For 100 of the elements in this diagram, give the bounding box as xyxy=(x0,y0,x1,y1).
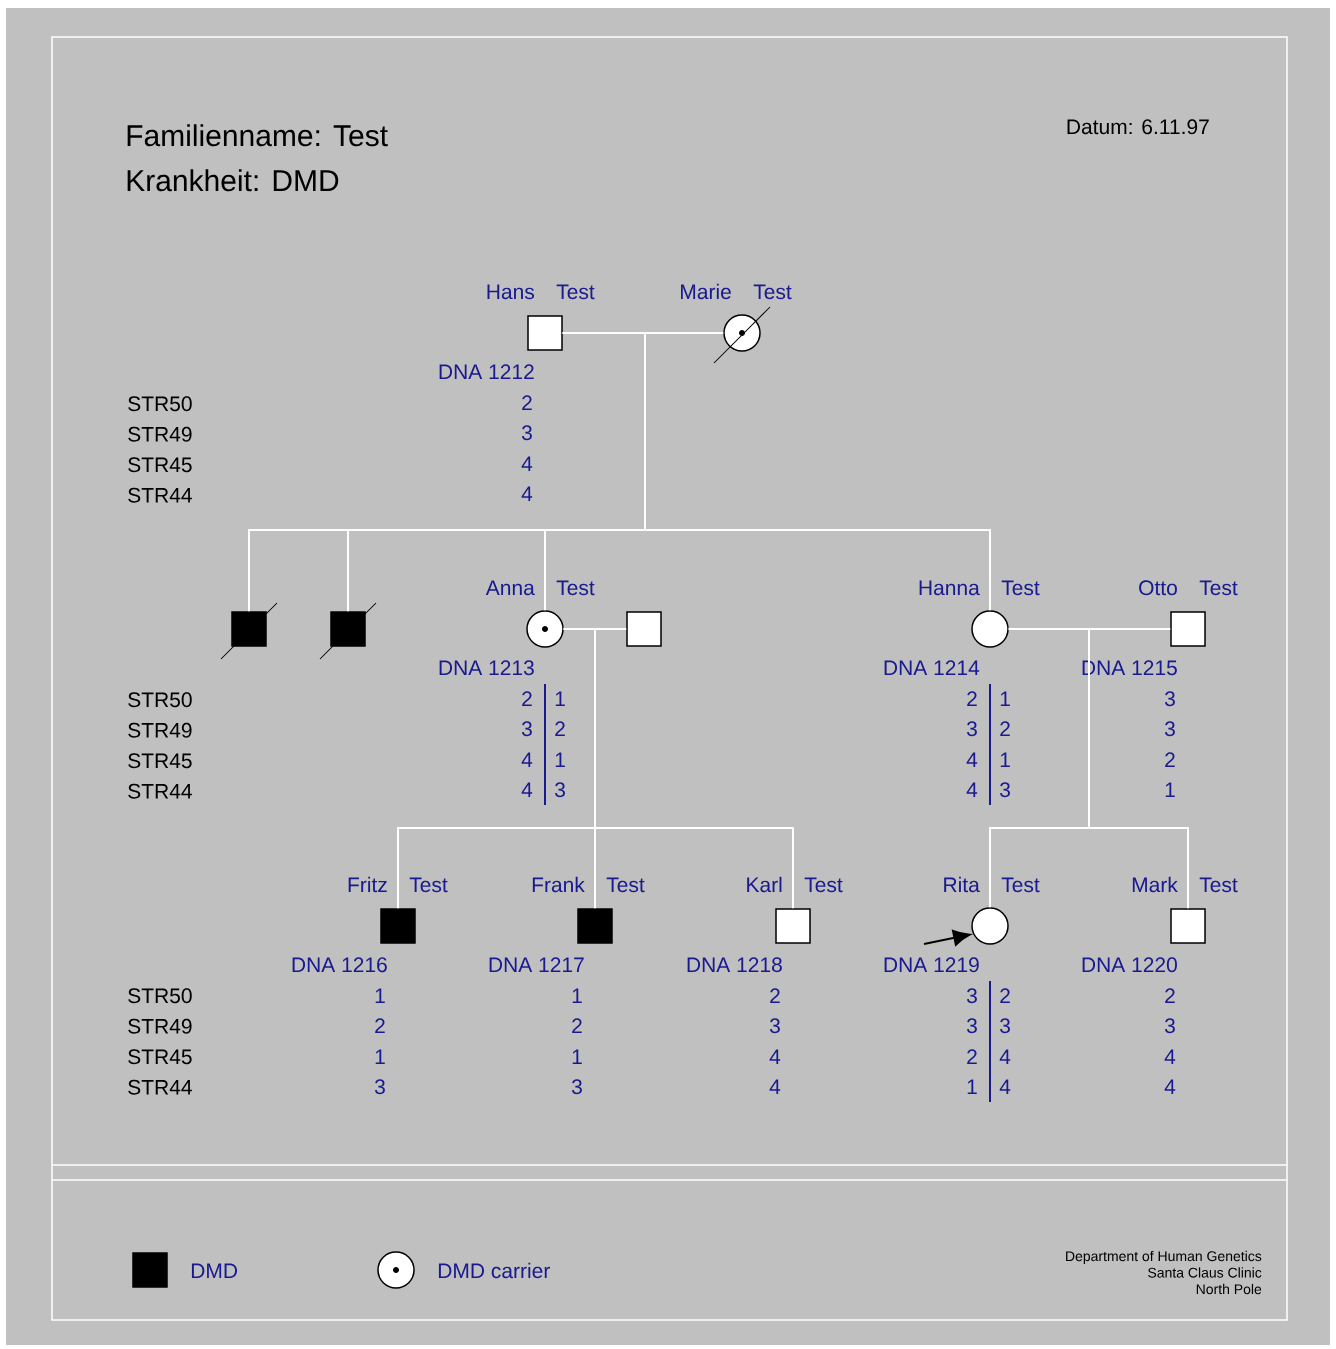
marker-name: STR50 xyxy=(128,692,192,708)
descent-line xyxy=(561,332,991,612)
marker-name: STR50 xyxy=(128,988,192,1004)
legend-text: DMD carrier xyxy=(438,1262,550,1279)
allele-value: 2 xyxy=(967,1049,977,1064)
allele-value: 2 xyxy=(770,988,780,1003)
allele-value: 2 xyxy=(967,691,977,706)
first-name: Fritz xyxy=(348,876,387,893)
allele-value: 4 xyxy=(521,782,533,797)
marker-name: STR49 xyxy=(128,426,192,442)
first-name: Karl xyxy=(747,876,782,893)
marker-name: STR45 xyxy=(128,753,192,769)
title-text: Familienname: Test xyxy=(127,124,388,147)
allele-value: 1 xyxy=(967,1079,977,1094)
legend-text: DMD xyxy=(191,1263,237,1278)
allele-value: 3 xyxy=(555,782,565,798)
allele-value: 4 xyxy=(521,456,533,471)
allele-value: 3 xyxy=(571,1079,582,1095)
allele-value: 1 xyxy=(572,988,582,1003)
marker-name: STR49 xyxy=(128,1018,192,1034)
last-name: Test xyxy=(804,877,843,893)
allele-value: 2 xyxy=(1000,721,1010,736)
allele-value: 2 xyxy=(1000,988,1010,1003)
first-name: Rita xyxy=(944,876,980,893)
allele-value: 3 xyxy=(374,1079,385,1095)
dna-number: DNA 1216 xyxy=(292,957,387,973)
descent-line xyxy=(1007,628,1189,910)
pedigree-symbol xyxy=(319,602,377,660)
first-name: Frank xyxy=(532,876,585,893)
allele-value: 4 xyxy=(999,1049,1011,1064)
allele-value: 1 xyxy=(1000,691,1010,706)
first-name: Hanna xyxy=(919,580,980,596)
last-name: Test xyxy=(1199,877,1238,893)
title-text: Krankheit: DMD xyxy=(127,169,339,192)
last-name: Test xyxy=(1199,580,1238,596)
last-name: Test xyxy=(1001,580,1040,596)
last-name: Test xyxy=(1001,877,1040,893)
last-name: Test xyxy=(556,580,595,596)
dna-number: DNA 1218 xyxy=(687,957,782,973)
allele-value: 3 xyxy=(1164,1018,1175,1034)
marker-name: STR50 xyxy=(128,396,192,412)
last-name: Test xyxy=(556,284,595,300)
dna-number: DNA 1215 xyxy=(1082,660,1177,676)
first-name: Mark xyxy=(1132,876,1178,893)
descent-line xyxy=(562,628,794,910)
marker-name: STR45 xyxy=(128,1049,192,1065)
allele-value: 4 xyxy=(521,486,533,501)
allele-value: 1 xyxy=(375,988,385,1003)
allele-value: 4 xyxy=(1164,1049,1176,1064)
proband-arrow xyxy=(923,929,971,946)
allele-value: 1 xyxy=(375,1049,385,1064)
marker-name: STR49 xyxy=(128,722,192,738)
allele-value: 1 xyxy=(555,752,565,767)
allele-value: 3 xyxy=(1000,782,1010,798)
marker-name: STR44 xyxy=(128,1079,192,1095)
allele-value: 3 xyxy=(966,721,977,737)
allele-value: 3 xyxy=(1000,1018,1010,1034)
allele-value: 3 xyxy=(1164,721,1175,737)
allele-value: 3 xyxy=(521,425,532,441)
allele-value: 4 xyxy=(966,752,978,767)
allele-value: 2 xyxy=(555,721,565,736)
allele-value: 1 xyxy=(572,1049,582,1064)
marker-name: STR44 xyxy=(128,783,192,799)
last-name: Test xyxy=(606,877,645,893)
allele-value: 1 xyxy=(555,691,565,706)
allele-value: 4 xyxy=(769,1049,781,1064)
dna-number: DNA 1217 xyxy=(489,957,584,972)
allele-value: 2 xyxy=(522,395,532,410)
pedigree-symbol xyxy=(626,611,662,647)
first-name: Hans xyxy=(487,284,535,300)
last-name: Test xyxy=(409,877,448,893)
allele-value: 4 xyxy=(521,752,533,767)
allele-value: 3 xyxy=(966,1018,977,1034)
first-name: Otto xyxy=(1139,580,1177,596)
allele-value: 4 xyxy=(1164,1079,1176,1094)
allele-value: 3 xyxy=(966,988,977,1004)
dna-number: DNA 1212 xyxy=(439,364,534,379)
allele-value: 4 xyxy=(966,782,978,797)
address-text: Department of Human Genetics xyxy=(1066,1250,1262,1264)
allele-value: 2 xyxy=(375,1018,385,1033)
allele-value: 3 xyxy=(1164,691,1175,707)
dna-number: DNA 1220 xyxy=(1082,957,1177,973)
date-text: Datum: 6.11.97 xyxy=(1067,119,1209,135)
marker-name: STR45 xyxy=(128,457,192,473)
marker-name: STR44 xyxy=(128,487,192,503)
allele-value: 2 xyxy=(1165,752,1175,767)
address-text: Santa Claus Clinic xyxy=(1148,1267,1262,1278)
first-name: Marie xyxy=(681,283,731,300)
first-name: Anna xyxy=(485,580,535,596)
dna-number: DNA 1219 xyxy=(884,957,979,973)
allele-value: 2 xyxy=(1165,988,1175,1003)
allele-value: 4 xyxy=(999,1079,1011,1094)
dna-number: DNA 1213 xyxy=(439,660,534,676)
allele-value: 2 xyxy=(522,691,532,706)
allele-value: 4 xyxy=(769,1079,781,1094)
allele-value: 3 xyxy=(769,1018,780,1034)
last-name: Test xyxy=(753,284,792,300)
dna-number: DNA 1214 xyxy=(884,660,980,675)
pedigree-symbol xyxy=(220,602,278,660)
address-text: North Pole xyxy=(1196,1283,1262,1295)
